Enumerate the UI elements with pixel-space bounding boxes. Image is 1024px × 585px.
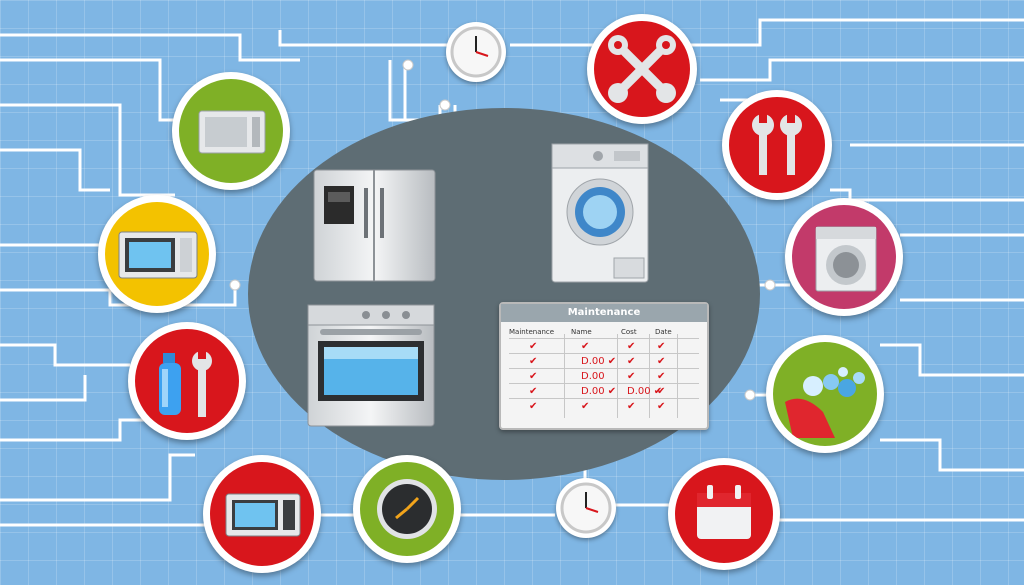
microwave-icon — [198, 110, 266, 154]
table-cell: D.00 — [581, 371, 605, 382]
clock-icon — [377, 479, 437, 539]
oven-icon — [306, 303, 436, 428]
maintenance-table: Maintenance Maintenance Name Cost Date ✔… — [499, 302, 709, 430]
microwave-icon — [118, 231, 198, 279]
tools-node[interactable] — [587, 14, 697, 124]
table-grid: Maintenance Name Cost Date ✔✔✔✔✔D.00 ✔✔✔… — [509, 328, 699, 418]
spray-bottle-wrench-icon — [159, 351, 212, 417]
clock-icon — [450, 26, 502, 78]
wrenches-node[interactable] — [722, 90, 832, 200]
cleaning-node[interactable] — [766, 335, 884, 453]
calendar-node[interactable] — [668, 458, 780, 570]
table-row: ✔ ✔ ✔ ✔ — [509, 398, 699, 414]
header-date: Date — [655, 328, 672, 336]
table-title: Maintenance — [501, 304, 707, 322]
header-name: Name — [571, 328, 592, 336]
table-cell: ✔ — [657, 401, 666, 412]
detergent-bubbles-icon — [785, 367, 865, 438]
header-cost: Cost — [621, 328, 637, 336]
table-cell: ✔ — [627, 401, 636, 412]
table-row: ✔D.00 ✔D.00 ✔✔ — [509, 383, 699, 399]
table-row: ✔ ✔ ✔ ✔ — [509, 338, 699, 354]
table-cell: ✔ — [657, 341, 666, 352]
refrigerator-icon — [312, 168, 437, 283]
table-cell: D.00 ✔ — [627, 386, 663, 397]
table-cell: ✔ — [529, 356, 538, 367]
clock-bottom[interactable] — [556, 478, 616, 538]
table-cell: ✔ — [529, 401, 538, 412]
table-cell: ✔ — [627, 371, 636, 382]
table-cell: ✔ — [657, 386, 666, 397]
calendar-icon — [697, 485, 751, 539]
spray-wrench-node[interactable] — [128, 322, 246, 440]
header-maintenance: Maintenance — [509, 328, 555, 336]
table-cell: ✔ — [581, 401, 590, 412]
table-cell: ✔ — [581, 341, 590, 352]
clock-icon — [560, 482, 612, 534]
clock-top[interactable] — [446, 22, 506, 82]
microwave-node-bottom[interactable] — [203, 455, 321, 573]
front-loader-washer-icon — [815, 226, 877, 292]
table-cell: ✔ — [627, 341, 636, 352]
table-cell: ✔ — [529, 386, 538, 397]
table-cell: ✔ — [657, 371, 666, 382]
table-row: ✔ D.00 ✔ ✔ ✔ — [509, 353, 699, 369]
microwave-icon — [225, 493, 301, 537]
microwave-node[interactable] — [172, 72, 290, 190]
table-cell: ✔ — [657, 356, 666, 367]
table-row: ✔ D.00 ✔ ✔ — [509, 368, 699, 384]
washer-node[interactable] — [785, 198, 903, 316]
wrenches-icon — [752, 113, 802, 175]
table-cell: D.00 ✔ — [581, 386, 617, 397]
table-cell: ✔ — [529, 341, 538, 352]
table-cell: ✔ — [529, 371, 538, 382]
table-cell: ✔ — [627, 356, 636, 367]
table-cell: D.00 ✔ — [581, 356, 617, 367]
clock-node-green[interactable] — [353, 455, 461, 563]
wrench-screwdriver-icon — [608, 35, 676, 103]
microwave-node-yellow[interactable] — [98, 195, 216, 313]
washing-machine-icon — [550, 142, 650, 284]
